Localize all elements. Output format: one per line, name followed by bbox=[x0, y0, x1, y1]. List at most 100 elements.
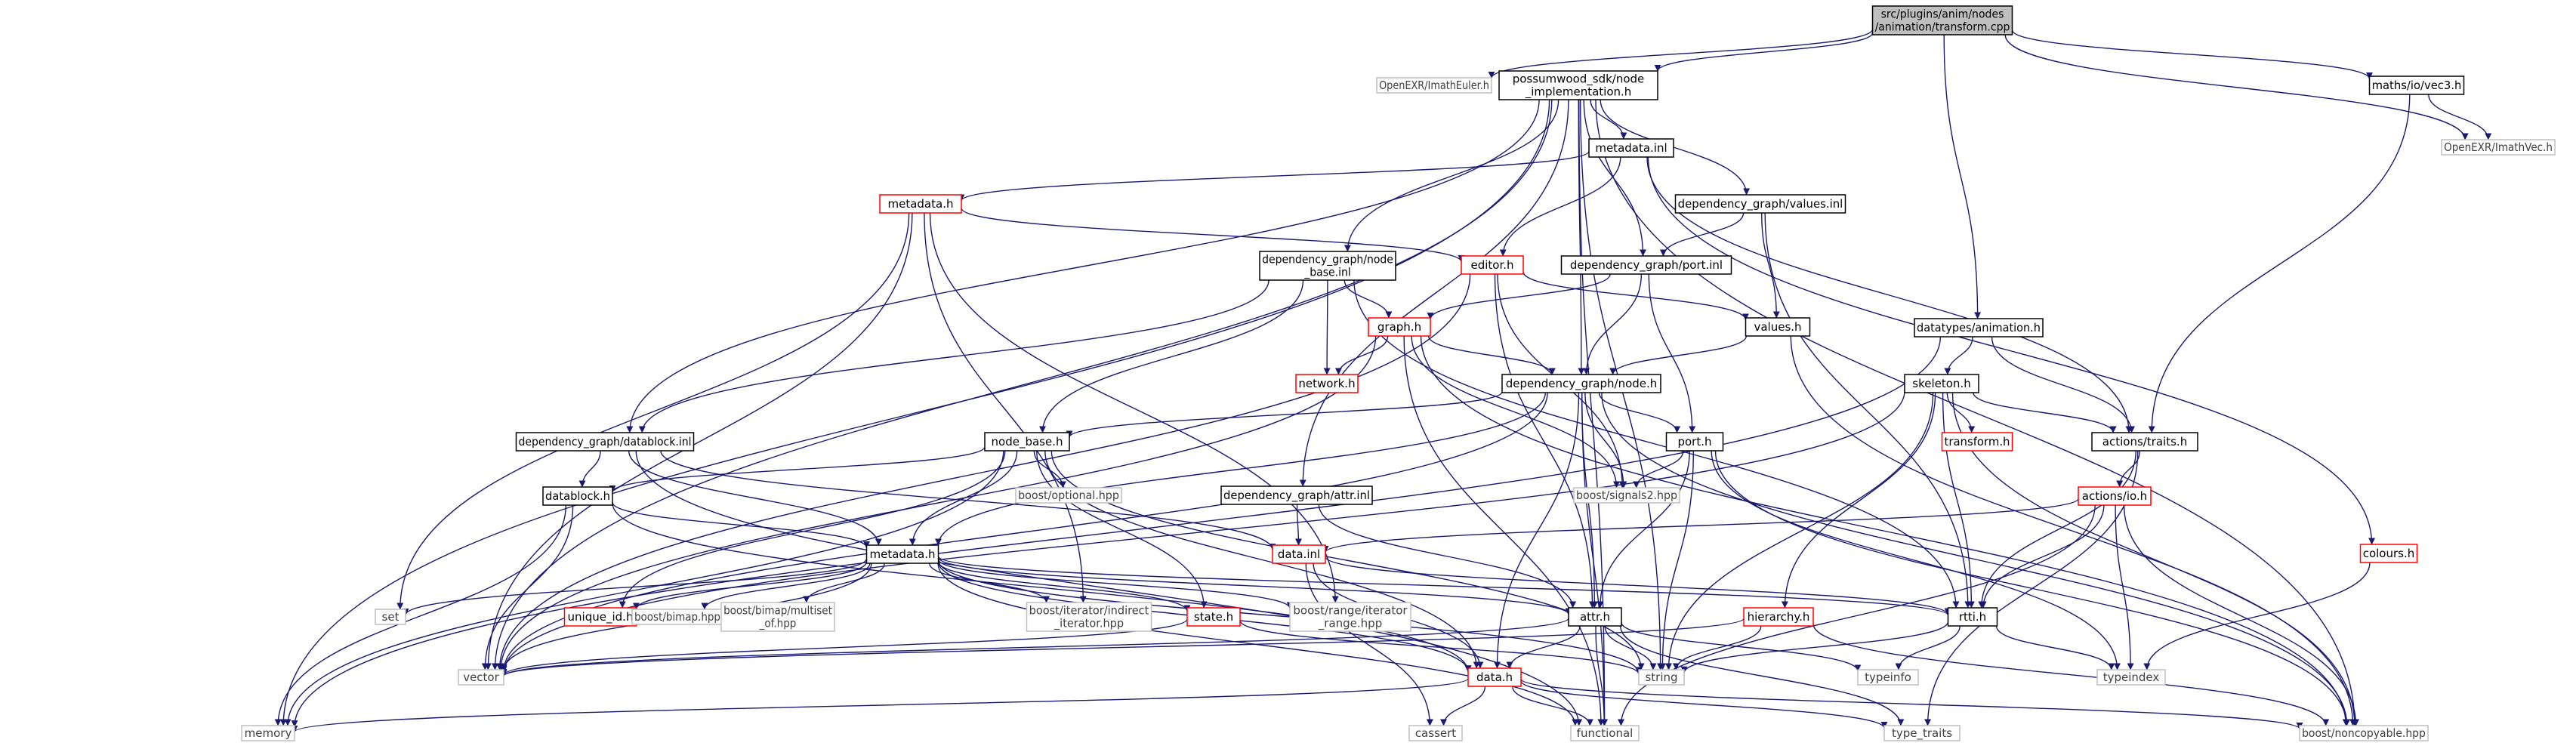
edge-dgNodeH-to-functionalN bbox=[1581, 392, 1608, 726]
node-signals2[interactable]: boost/signals2.hpp bbox=[1573, 487, 1680, 504]
node-datablockInl[interactable]: dependency_graph/datablock.inl bbox=[515, 432, 695, 452]
node-multiset-box bbox=[720, 602, 835, 632]
node-hierarchyH[interactable]: hierarchy.h bbox=[1743, 607, 1814, 627]
node-skeletonH[interactable]: skeleton.h bbox=[1904, 374, 1979, 393]
edge-datablockH-to-memoryN bbox=[274, 504, 566, 726]
edge-coloursH-to-typeindexN bbox=[2143, 562, 2371, 670]
edge-portInl-to-portH bbox=[1648, 273, 1696, 433]
node-portH-box bbox=[1665, 432, 1724, 452]
node-cassertN[interactable]: cassert bbox=[1408, 725, 1463, 741]
node-root[interactable]: src/plugins/anim/nodes/animation/transfo… bbox=[1871, 5, 2013, 35]
node-rangeIter[interactable]: boost/range/iterator_range.hpp bbox=[1289, 602, 1411, 632]
node-memoryN-box bbox=[241, 725, 295, 741]
edge-root-to-imathEuler bbox=[1488, 29, 1874, 79]
node-rangeIter-box bbox=[1289, 602, 1411, 632]
node-ioH-box bbox=[2078, 486, 2152, 506]
edge-nodeBaseH-to-metadataH2 bbox=[909, 450, 1018, 546]
node-typeTraits[interactable]: type_traits bbox=[1883, 725, 1961, 741]
edge-nodeBaseInl-to-networkH bbox=[1323, 279, 1331, 375]
edge-nodeBaseH-to-dataH bbox=[1044, 450, 1480, 669]
edge-attrH-to-stringN bbox=[1604, 625, 1657, 670]
node-dataH-box bbox=[1467, 667, 1522, 687]
node-layer: src/plugins/anim/nodes/animation/transfo… bbox=[241, 5, 2556, 741]
node-imathEuler[interactable]: OpenEXR/ImathEuler.h bbox=[1376, 77, 1492, 94]
edge-animationH-to-traitsH bbox=[1991, 336, 2135, 433]
node-nodeImpl[interactable]: possumwood_sdk/node_implementation.h bbox=[1498, 70, 1658, 100]
node-editorH[interactable]: editor.h bbox=[1461, 255, 1524, 275]
node-portInl-box bbox=[1560, 255, 1732, 275]
node-datablockH[interactable]: datablock.h bbox=[542, 486, 613, 506]
edge-nodeImpl-to-datablockInl bbox=[626, 99, 1540, 433]
edge-dgNodeH-to-metadataH2 bbox=[935, 392, 1546, 546]
node-multiset[interactable]: boost/bimap/multiset_of.hpp bbox=[720, 602, 835, 632]
node-traitsH-box bbox=[2091, 432, 2198, 452]
node-noncopyable-box bbox=[2299, 725, 2429, 741]
edge-dataH-to-cassertN bbox=[1440, 686, 1486, 726]
node-typeindexN[interactable]: typeindex bbox=[2096, 669, 2166, 686]
node-noncopyable[interactable]: boost/noncopyable.hpp bbox=[2299, 725, 2429, 741]
node-metadataInl[interactable]: metadata.inl bbox=[1588, 138, 1674, 158]
edge-metadataH2-to-bimapHpp bbox=[701, 563, 871, 610]
node-vectorN-label: vector bbox=[463, 670, 499, 684]
edge-valuesInl-to-portInl bbox=[1659, 212, 1745, 257]
node-dataH[interactable]: data.h bbox=[1467, 667, 1522, 687]
node-networkH[interactable]: network.h bbox=[1295, 374, 1359, 393]
node-indirectIter[interactable]: boost/iterator/indirect_iterator.hpp bbox=[1026, 602, 1152, 632]
node-traitsH[interactable]: actions/traits.h bbox=[2091, 432, 2198, 452]
node-memoryN[interactable]: memory bbox=[241, 725, 295, 741]
edge-ioH-to-functionalN bbox=[1618, 504, 2096, 726]
node-imathVec-box bbox=[2441, 139, 2556, 156]
edge-root-to-vec3 bbox=[2011, 29, 2373, 79]
edge-metadataH-to-setN bbox=[396, 212, 910, 610]
node-coloursH[interactable]: colours.h bbox=[2359, 544, 2418, 563]
node-attrH[interactable]: attr.h bbox=[1568, 607, 1622, 627]
node-vec3[interactable]: maths/io/vec3.h bbox=[2368, 76, 2465, 95]
node-signals2-label: boost/signals2.hpp bbox=[1576, 489, 1677, 502]
node-nodeBaseInl[interactable]: dependency_graph/node_base.inl bbox=[1259, 251, 1396, 281]
node-stateH[interactable]: state.h bbox=[1186, 607, 1241, 627]
node-dataH-label: data.h bbox=[1476, 670, 1513, 684]
edge-metadataH-to-rangeIter bbox=[929, 212, 1339, 603]
node-transformH[interactable]: transform.h bbox=[1941, 432, 2013, 452]
node-animationH[interactable]: datatypes/animation.h bbox=[1914, 318, 2044, 338]
edge-metadataH2-to-stringN bbox=[937, 559, 1643, 674]
node-ioH[interactable]: actions/io.h bbox=[2078, 486, 2152, 506]
node-attrInl[interactable]: dependency_graph/attr.inl bbox=[1220, 485, 1373, 505]
node-dataInl[interactable]: data.inl bbox=[1272, 544, 1326, 564]
node-rttiH[interactable]: rtti.h bbox=[1947, 607, 1998, 627]
node-signals2-box bbox=[1573, 487, 1680, 504]
node-functionalN[interactable]: functional bbox=[1570, 725, 1640, 741]
edge-graphH-to-vectorN bbox=[497, 335, 1377, 670]
node-valuesH[interactable]: values.h bbox=[1745, 317, 1811, 337]
node-portInl[interactable]: dependency_graph/port.inl bbox=[1560, 255, 1732, 275]
node-stringN[interactable]: string bbox=[1638, 669, 1685, 686]
node-dgNodeH-label: dependency_graph/node.h bbox=[1506, 377, 1658, 391]
edge-attrH-to-typeinfoN bbox=[1621, 621, 1862, 672]
node-graphH[interactable]: graph.h bbox=[1368, 317, 1431, 337]
node-attrInl-label: dependency_graph/attr.inl bbox=[1223, 489, 1370, 502]
node-bimapHpp[interactable]: boost/bimap.hpp bbox=[631, 609, 723, 625]
node-setN-label: set bbox=[382, 610, 400, 624]
node-valuesInl[interactable]: dependency_graph/values.inl bbox=[1674, 194, 1846, 214]
edge-skeletonH-to-hierarchyH bbox=[1781, 392, 1936, 609]
node-nodeBaseH[interactable]: node_base.h bbox=[984, 432, 1070, 452]
node-typeinfoN[interactable]: typeinfo bbox=[1857, 669, 1919, 686]
edge-dgNodeH-to-noncopyable bbox=[1601, 392, 2351, 726]
edge-dgNodeH-to-nodeBaseH bbox=[1066, 391, 1503, 438]
node-uniqueId[interactable]: unique_id.h bbox=[563, 607, 637, 627]
edge-skeletonH-to-traitsH bbox=[1973, 392, 2117, 433]
edge-nodeBaseH-to-uniqueId bbox=[619, 450, 1006, 609]
edge-attrInl-to-dataInl bbox=[1294, 504, 1302, 546]
node-setN[interactable]: set bbox=[375, 609, 406, 625]
edge-nodeImpl-to-nodeBaseInl bbox=[1344, 99, 1559, 252]
node-uniqueId-box bbox=[563, 607, 637, 627]
node-metadataH[interactable]: metadata.h bbox=[879, 194, 962, 214]
node-stateH-box bbox=[1186, 607, 1241, 627]
node-metadataH2[interactable]: metadata.h bbox=[865, 544, 939, 564]
node-portH[interactable]: port.h bbox=[1665, 432, 1724, 452]
edge-graphH-to-dgNodeH bbox=[1427, 335, 1556, 375]
node-dgNodeH[interactable]: dependency_graph/node.h bbox=[1501, 374, 1661, 393]
node-imathVec[interactable]: OpenEXR/ImathVec.h bbox=[2441, 139, 2556, 156]
node-vectorN[interactable]: vector bbox=[458, 669, 504, 686]
node-optionalHpp[interactable]: boost/optional.hpp bbox=[1015, 487, 1122, 504]
